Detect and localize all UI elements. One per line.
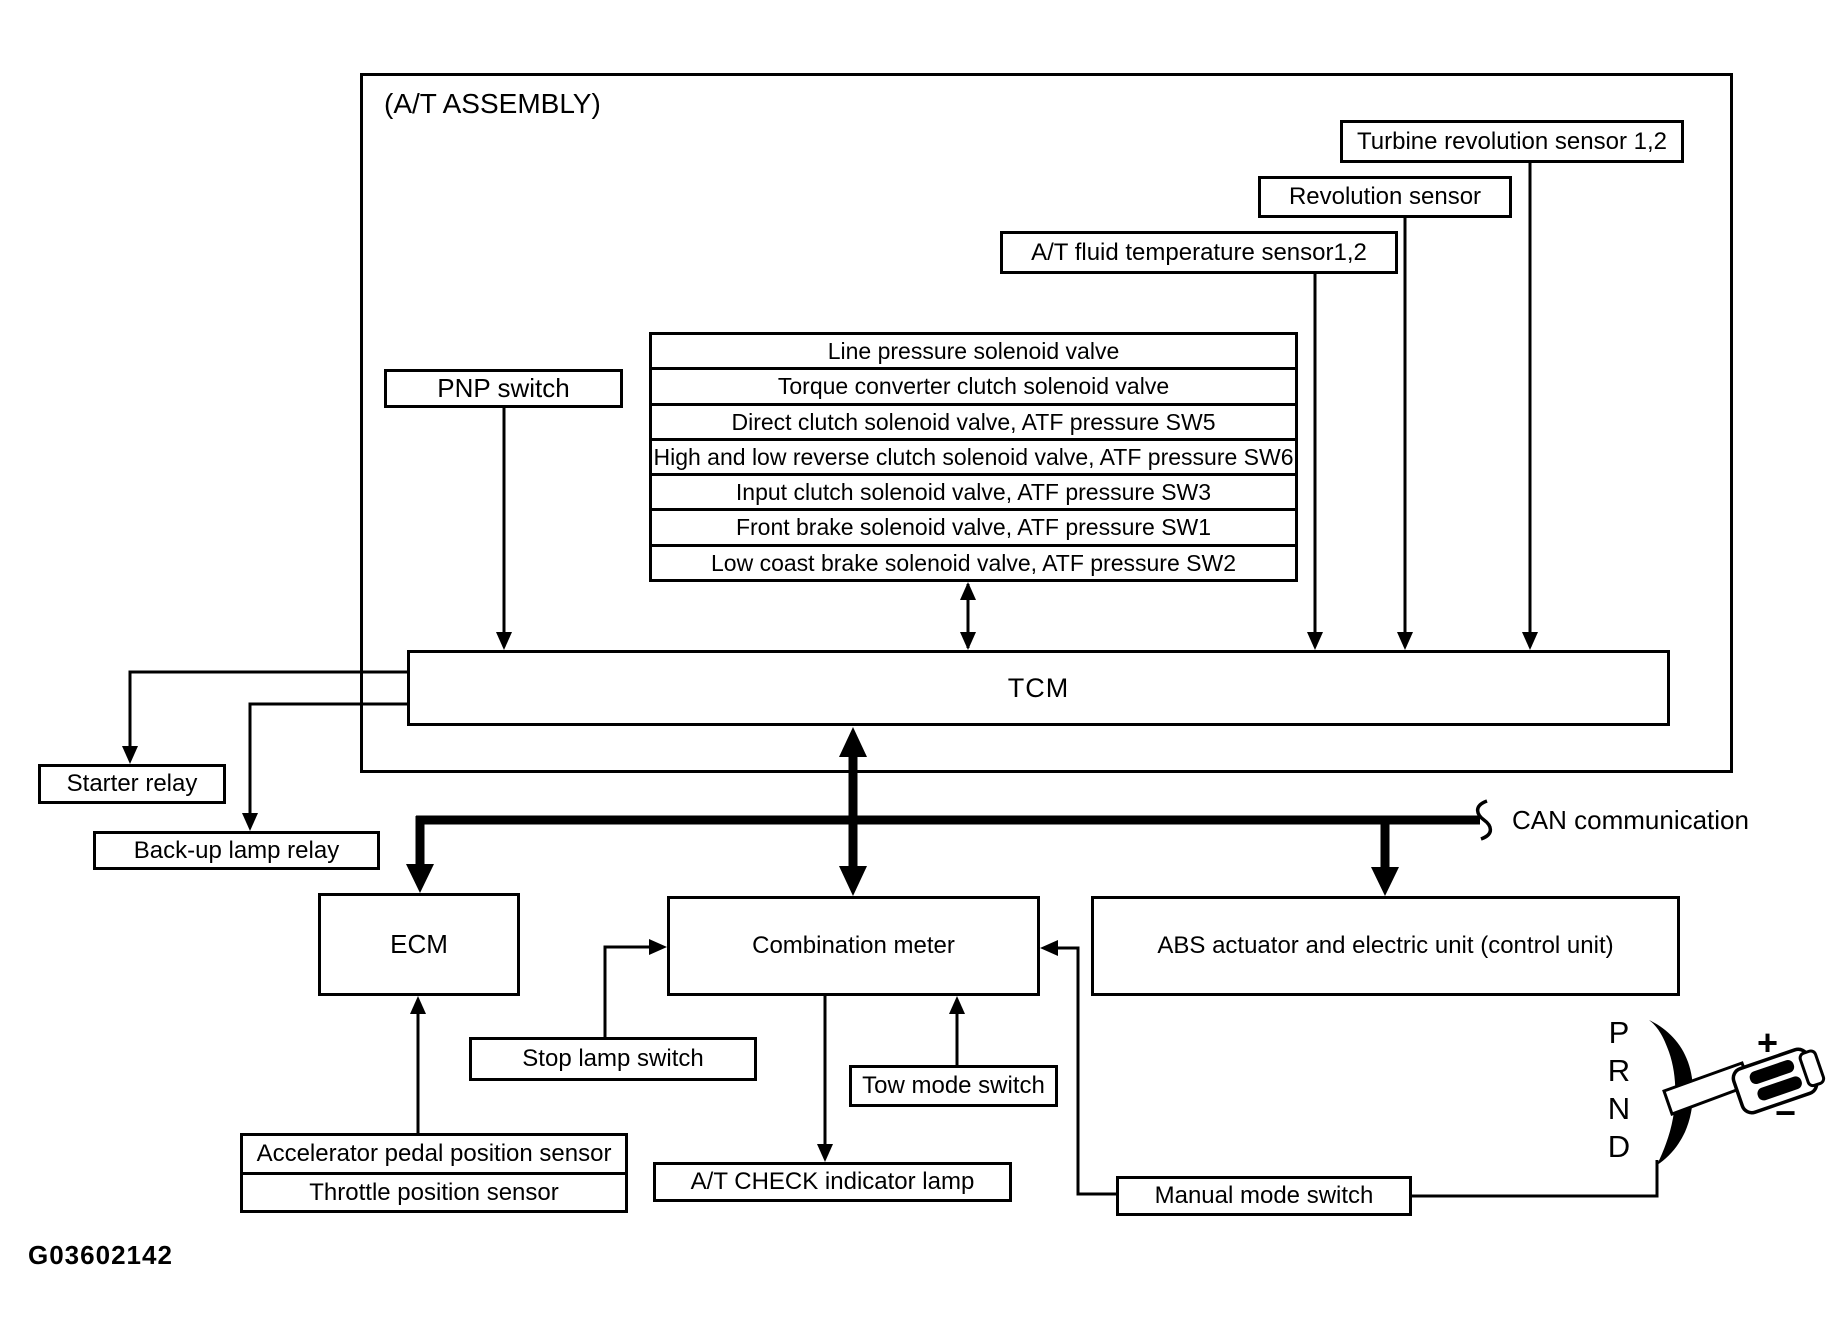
- arrowhead-solenoid-up: [960, 582, 976, 600]
- connector-manual-to-combo: [1044, 946, 1116, 1196]
- shifter-position-letter: N: [1607, 1091, 1631, 1126]
- shifter-plus-label: +: [1757, 1022, 1779, 1063]
- shifter-rocker-bottom: [1757, 1076, 1802, 1101]
- backup-lamp-relay-box: Back-up lamp relay: [93, 831, 380, 870]
- solenoid-valve-row: Input clutch solenoid valve, ATF pressur…: [652, 473, 1295, 508]
- arrowhead-starter: [122, 746, 138, 764]
- connector-tcm-to-starter: [128, 670, 407, 760]
- solenoid-valve-row: High and low reverse clutch solenoid val…: [652, 437, 1295, 473]
- combination-meter-box: Combination meter: [667, 896, 1040, 996]
- solenoid-valve-row: Line pressure solenoid valve: [827, 338, 1120, 365]
- starter-relay-box: Starter relay: [38, 764, 226, 804]
- arrowhead-revolution: [1397, 632, 1413, 650]
- pnp-switch-box: PNP switch: [384, 369, 623, 408]
- solenoid-valve-row: Low coast brake solenoid valve, ATF pres…: [652, 543, 1295, 579]
- solenoid-valve-row: Torque converter clutch solenoid valve: [652, 367, 1295, 402]
- fluid-temperature-sensor-box: A/T fluid temperature sensor1,2: [1000, 231, 1398, 274]
- arrowhead-fluid: [1307, 632, 1323, 650]
- shifter-position-letter: R: [1607, 1053, 1631, 1088]
- connector-tcm-to-backup: [248, 702, 407, 827]
- tow-mode-switch-box: Tow mode switch: [849, 1065, 1058, 1107]
- shift-lever-graphic: [1649, 1020, 1826, 1165]
- shifter-gate-arc: [1649, 1020, 1694, 1165]
- ecm-box: ECM: [318, 893, 520, 996]
- arrowhead-can-abs: [1371, 867, 1399, 896]
- stop-lamp-switch-box: Stop lamp switch: [469, 1037, 757, 1081]
- arrowhead-backup: [242, 813, 258, 831]
- shifter-position-letter: P: [1608, 1015, 1630, 1050]
- figure-id: G03602142: [28, 1240, 173, 1270]
- pedal-sensor-stack: Accelerator pedal position sensor Thrott…: [240, 1133, 628, 1213]
- can-break-mark: [1475, 799, 1493, 841]
- shifter-position-letter: D: [1607, 1129, 1631, 1164]
- connector-manual-to-shifter: [1412, 1160, 1659, 1198]
- arrowhead-turbine: [1522, 632, 1538, 650]
- arrowhead-pnp: [496, 632, 512, 650]
- turbine-revolution-sensor-box: Turbine revolution sensor 1,2: [1340, 120, 1684, 163]
- shifter-minus-label: −: [1775, 1092, 1797, 1133]
- manual-mode-switch-box: Manual mode switch: [1116, 1176, 1412, 1216]
- arrowhead-towmode: [949, 996, 965, 1014]
- shifter-rocker-top: [1749, 1060, 1795, 1085]
- arrowhead-manual-combo: [1040, 940, 1058, 956]
- at-assembly-label: (A/T ASSEMBLY): [384, 88, 601, 119]
- throttle-position-sensor-row: Throttle position sensor: [243, 1171, 625, 1211]
- arrowhead-can-combo-down: [839, 866, 867, 896]
- arrowhead-atcheck: [817, 1144, 833, 1162]
- can-communication-label: CAN communication: [1512, 805, 1749, 835]
- arrowhead-can-ecm: [406, 864, 434, 893]
- arrowhead-stoplamp: [649, 939, 667, 955]
- tcm-box: TCM: [407, 650, 1670, 726]
- solenoid-valve-row: Front brake solenoid valve, ATF pressure…: [652, 508, 1295, 543]
- at-assembly-frame: [360, 73, 1733, 773]
- abs-actuator-box: ABS actuator and electric unit (control …: [1091, 896, 1680, 996]
- at-check-indicator-lamp-box: A/T CHECK indicator lamp: [653, 1162, 1012, 1202]
- shifter-knob-endcap: [1798, 1049, 1826, 1088]
- arrowhead-solenoid-down: [960, 632, 976, 650]
- revolution-sensor-box: Revolution sensor: [1258, 176, 1512, 218]
- arrowhead-ecm-up: [410, 996, 426, 1014]
- arrowhead-can-tcm-up: [839, 727, 867, 757]
- connector-stoplamp-to-combo: [603, 945, 663, 1037]
- solenoid-valve-row: Direct clutch solenoid valve, ATF pressu…: [652, 402, 1295, 438]
- accelerator-pedal-position-sensor-row: Accelerator pedal position sensor: [256, 1140, 612, 1168]
